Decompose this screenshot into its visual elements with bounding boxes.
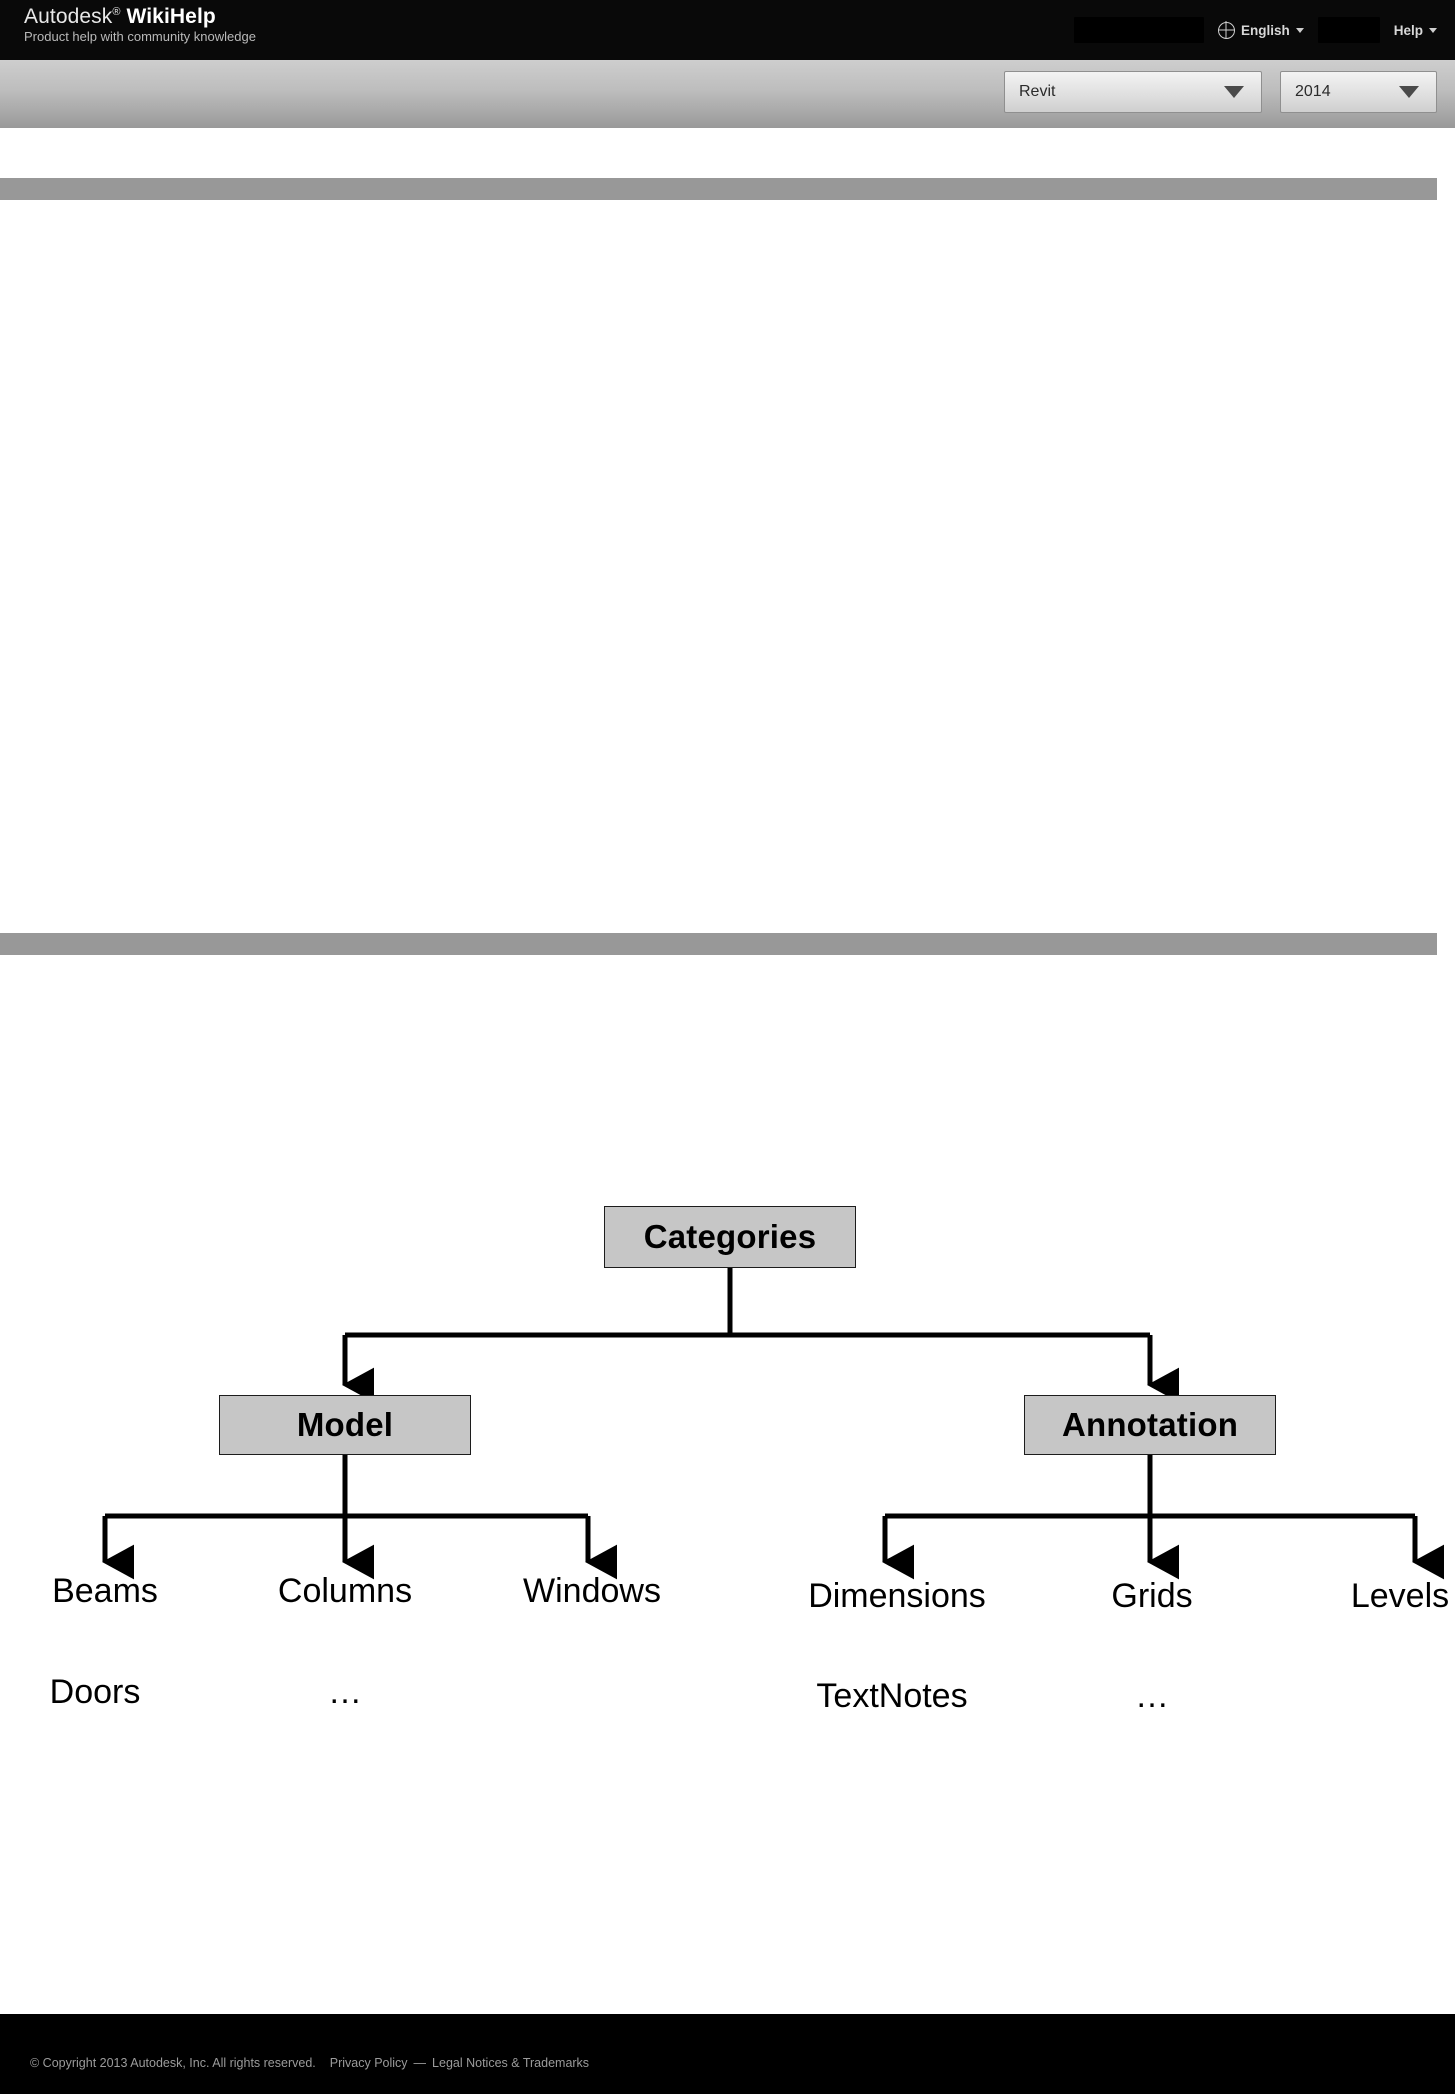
footer-separator: —	[413, 2056, 427, 2070]
tree-connectors	[102, 1268, 1445, 1580]
globe-icon	[1217, 21, 1235, 39]
site-logo[interactable]: Autodesk® WikiHelp Product help with com…	[24, 5, 256, 45]
leaf-doors: Doors	[49, 1673, 141, 1711]
site-header: Autodesk® WikiHelp Product help with com…	[0, 0, 1455, 60]
leaf-model-ellipsis: …	[328, 1673, 362, 1711]
brand-autodesk-text: Autodesk	[24, 5, 113, 28]
leaf-annotation-ellipsis: …	[1135, 1677, 1169, 1715]
node-annotation-label: Annotation	[1061, 1406, 1239, 1443]
product-select[interactable]: Revit	[1004, 71, 1262, 113]
privacy-policy-link[interactable]: Privacy Policy	[329, 2056, 408, 2070]
brand-wikihelp-text: WikiHelp	[126, 5, 216, 28]
content-divider-bottom	[0, 933, 1437, 955]
redacted-block-search	[1073, 17, 1204, 43]
node-categories-label: Categories	[643, 1218, 817, 1255]
chevron-down-icon	[1295, 27, 1304, 33]
chevron-down-icon	[1429, 27, 1437, 33]
leaf-grids: Grids	[1111, 1577, 1193, 1615]
language-selector[interactable]: English	[1217, 21, 1304, 39]
content-divider-top	[0, 178, 1437, 200]
brand-title: Autodesk® WikiHelp	[24, 5, 256, 28]
product-select-value: Revit	[1019, 83, 1056, 100]
categories-tree-diagram: Categories Model Annotation Beams Column…	[0, 960, 1455, 1990]
leaf-levels: Levels	[1350, 1577, 1450, 1615]
help-label: Help	[1393, 22, 1423, 38]
registered-trademark-icon: ®	[112, 6, 121, 18]
node-annotation[interactable]: Annotation	[1024, 1395, 1276, 1455]
product-toolbar: Revit 2014	[0, 60, 1455, 128]
brand-tagline: Product help with community knowledge	[24, 29, 256, 45]
version-select[interactable]: 2014	[1280, 71, 1437, 113]
toolbar-controls: Revit 2014	[1004, 71, 1437, 113]
chevron-down-icon	[1399, 86, 1419, 98]
footer-copyright: © Copyright 2013 Autodesk, Inc. All righ…	[30, 2056, 316, 2070]
version-select-value: 2014	[1295, 83, 1331, 100]
node-model-label: Model	[296, 1406, 394, 1443]
leaf-windows: Windows	[523, 1572, 661, 1610]
node-model[interactable]: Model	[219, 1395, 471, 1455]
leaf-dimensions: Dimensions	[808, 1577, 986, 1615]
leaf-textnotes: TextNotes	[816, 1677, 968, 1715]
legal-notices-link[interactable]: Legal Notices & Trademarks	[432, 2056, 590, 2070]
redacted-block-account	[1317, 17, 1380, 43]
leaf-columns: Columns	[277, 1572, 413, 1610]
site-footer: © Copyright 2013 Autodesk, Inc. All righ…	[0, 2014, 1455, 2094]
chevron-down-icon	[1224, 86, 1244, 98]
leaf-beams: Beams	[52, 1572, 158, 1610]
node-categories[interactable]: Categories	[604, 1206, 856, 1268]
help-menu[interactable]: Help	[1394, 23, 1437, 38]
footer-content: © Copyright 2013 Autodesk, Inc. All righ…	[30, 2056, 589, 2070]
header-nav: English Help	[1073, 0, 1437, 60]
language-label: English	[1240, 22, 1290, 38]
